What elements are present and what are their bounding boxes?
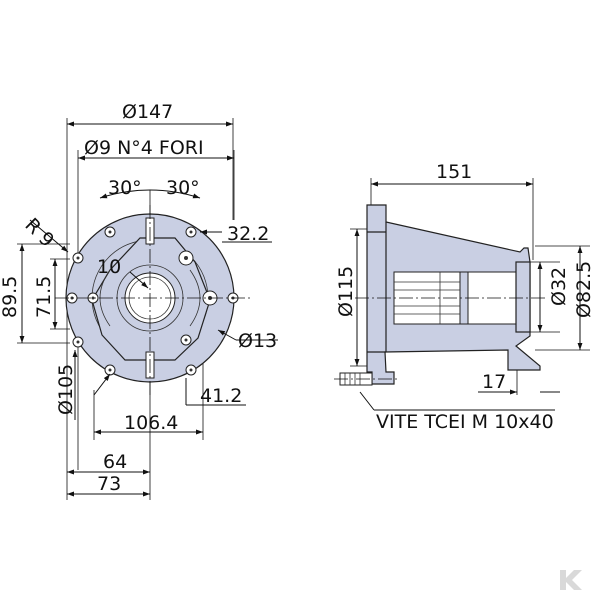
dim-32-2: 32.2 bbox=[227, 223, 269, 245]
dim-115: Ø115 bbox=[335, 266, 357, 317]
dim-32: Ø32 bbox=[548, 267, 570, 306]
dim-17: 17 bbox=[482, 371, 506, 393]
dim-10: 10 bbox=[97, 256, 121, 278]
dim-holes-label: Ø9 N°4 FORI bbox=[84, 137, 204, 159]
dim-angle-right: 30° bbox=[166, 177, 200, 199]
brand-logo bbox=[560, 570, 582, 590]
dim-82-5: Ø82.5 bbox=[573, 261, 595, 318]
side-view bbox=[334, 178, 590, 411]
dim-89-5: 89.5 bbox=[0, 276, 21, 318]
dim-41-2: 41.2 bbox=[200, 385, 242, 407]
dim-105: Ø105 bbox=[55, 364, 77, 415]
dim-73: 73 bbox=[97, 473, 121, 495]
screw bbox=[334, 372, 400, 386]
dim-radius: R 9 bbox=[20, 214, 58, 252]
dim-71-5: 71.5 bbox=[33, 276, 55, 318]
dim-106-4: 106.4 bbox=[124, 412, 178, 434]
dim-13: Ø13 bbox=[238, 330, 277, 352]
bolt-holes bbox=[66, 226, 239, 376]
dim-angle-left: 30° bbox=[108, 177, 142, 199]
dim-64: 64 bbox=[103, 451, 127, 473]
dim-flange-diameter: Ø147 bbox=[122, 101, 173, 123]
front-view bbox=[17, 118, 278, 500]
dim-length: 151 bbox=[436, 161, 472, 183]
screw-label: VITE TCEI M 10x40 bbox=[376, 411, 554, 433]
